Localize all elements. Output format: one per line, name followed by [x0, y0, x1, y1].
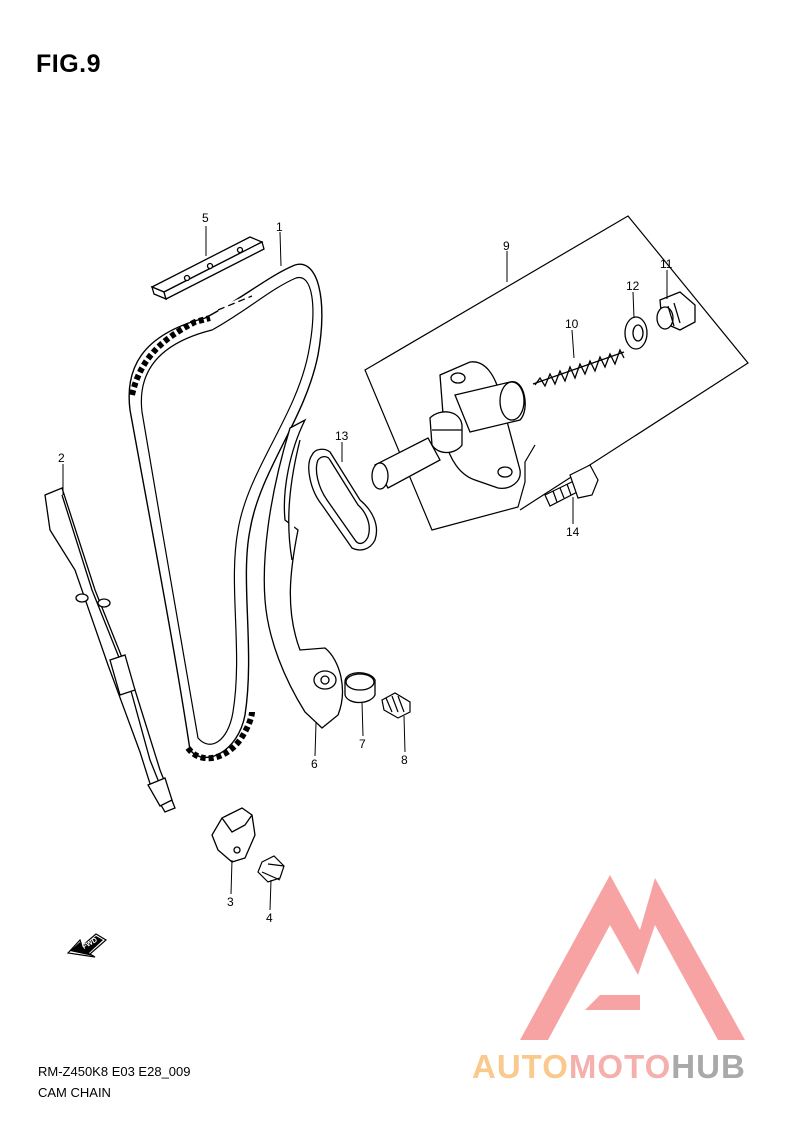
watermark-brand: AUTOMOTOHUB — [472, 1048, 746, 1086]
part-label-8: 8 — [401, 753, 408, 767]
tensioner-gasket — [308, 448, 378, 551]
part-label-10: 10 — [565, 317, 579, 331]
tensioner-cap-bolt — [656, 291, 696, 331]
tensioner-mount-bolt — [544, 464, 599, 507]
watermark-logo-icon — [520, 875, 745, 1040]
part-label-12: 12 — [626, 279, 640, 293]
tensioner-spring — [532, 348, 625, 388]
guide-bracket — [211, 807, 256, 863]
part-label-7: 7 — [359, 737, 366, 751]
part-label-11: 11 — [660, 257, 673, 271]
guide-bolt — [381, 692, 411, 719]
fwd-arrow-icon: FWD — [66, 933, 108, 958]
figure-title: FIG.9 — [36, 50, 102, 78]
diagram-caption: CAM CHAIN — [38, 1085, 111, 1100]
part-label-9: 9 — [503, 239, 510, 253]
brand-part-auto: AUTO — [472, 1048, 569, 1085]
part-label-1: 1 — [276, 220, 283, 234]
brand-part-hub: HUB — [671, 1048, 746, 1085]
guide-collar — [344, 672, 376, 704]
part-labels: 1 2 3 4 5 6 7 8 9 10 11 12 13 14 — [58, 211, 673, 925]
tensioner-chain-guide — [263, 418, 344, 729]
tensioner-assembly-frame — [364, 215, 749, 531]
part-label-13: 13 — [335, 429, 349, 443]
part-label-4: 4 — [266, 911, 273, 925]
cam-chain — [128, 263, 323, 762]
part-label-2: 2 — [58, 451, 65, 465]
brand-part-moto: MOTO — [568, 1048, 672, 1085]
chain-guide-plate — [150, 236, 265, 301]
model-code: RM-Z450K8 E03 E28_009 — [38, 1064, 191, 1079]
cam-chain-tensioner — [371, 361, 526, 490]
part-label-3: 3 — [227, 895, 234, 909]
part-label-5: 5 — [202, 211, 209, 225]
bracket-bolt — [257, 855, 285, 883]
part-label-6: 6 — [311, 757, 318, 771]
rear-chain-guide — [44, 487, 176, 813]
sealing-washer — [624, 316, 648, 350]
leader-lines — [62, 226, 668, 911]
part-label-14: 14 — [566, 525, 580, 539]
